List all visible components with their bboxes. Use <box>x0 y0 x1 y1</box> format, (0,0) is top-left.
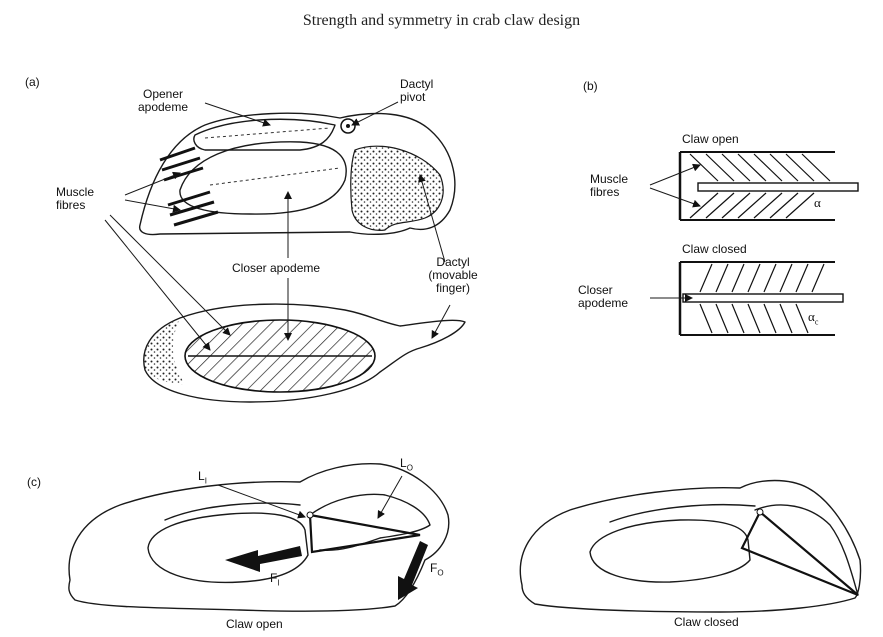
dactyl-finger-label: Dactyl (movable finger) <box>418 256 488 295</box>
panel-a-leader-lines <box>105 102 450 350</box>
opener-apodeme-label: Opener apodeme <box>128 88 198 114</box>
alpha-c-subscript: c <box>815 318 819 327</box>
claw-open-label-c: Claw open <box>226 618 283 631</box>
panel-a-letter: (a) <box>25 76 40 89</box>
closer-apodeme-b-line-2: apodeme <box>578 297 628 310</box>
claw-closed-label-b: Claw closed <box>682 243 747 256</box>
lo-label: LO <box>400 457 413 474</box>
muscle-fibres-b-line-2: fibres <box>590 186 628 199</box>
opener-apodeme-line-2: apodeme <box>128 101 198 114</box>
fo-label: FO <box>430 562 444 579</box>
fi-subscript: I <box>277 578 279 587</box>
claw-outline-closed <box>520 481 860 613</box>
fi-label: FI <box>270 572 280 589</box>
alpha-c-label: αc <box>808 310 818 329</box>
dactyl-pivot-line-2: pivot <box>400 91 433 104</box>
alpha-c-symbol: α <box>808 309 815 324</box>
lo-subscript: O <box>407 463 413 472</box>
dactyl-finger-line-3: finger) <box>418 282 488 295</box>
fo-subscript: O <box>437 568 443 577</box>
muscle-fibres-label-b: Muscle fibres <box>590 173 628 199</box>
li-subscript: I <box>205 476 207 485</box>
claw-outline-open <box>69 464 449 612</box>
muscle-diagram-open <box>650 152 858 220</box>
li-label: LI <box>198 470 207 487</box>
dactyl-pivot-label: Dactyl pivot <box>400 78 433 104</box>
claw-lower-illustration <box>144 304 465 402</box>
muscle-fibres-a-line-2: fibres <box>56 199 94 212</box>
closer-apodeme-label-b: Closer apodeme <box>578 284 628 310</box>
li-symbol: L <box>198 469 205 483</box>
claw-upper-illustration <box>140 113 455 234</box>
muscle-fibres-label-a: Muscle fibres <box>56 186 94 212</box>
panel-b-letter: (b) <box>583 80 598 93</box>
claw-open-label-b: Claw open <box>682 133 739 146</box>
panel-c-letter: (c) <box>27 476 41 489</box>
lo-symbol: L <box>400 456 407 470</box>
claw-closed-label-c: Claw closed <box>674 616 739 629</box>
closer-apodeme-label: Closer apodeme <box>232 262 320 275</box>
alpha-label: α <box>814 196 821 209</box>
